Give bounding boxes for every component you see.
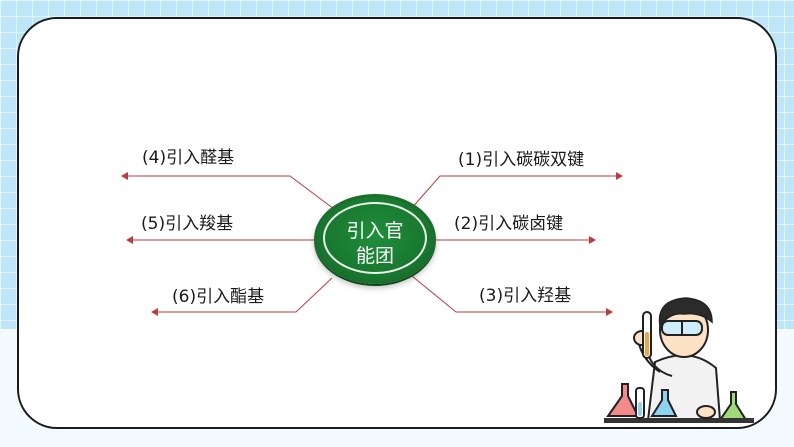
scientist-illustration: [604, 297, 754, 423]
branch-line-1: [409, 172, 623, 211]
central-node-line-1: 引入官: [346, 220, 404, 242]
central-node: 引入官 能团: [314, 194, 436, 284]
central-node-text: 引入官 能团: [317, 219, 433, 269]
branch-line-3: [411, 275, 613, 316]
central-node-line-2: 能团: [355, 245, 394, 267]
branch-line-4: [121, 172, 339, 213]
branch-label-6: (6)引入酯基: [172, 287, 265, 307]
branch-line-6: [151, 277, 333, 316]
branch-label-4: (4)引入醛基: [142, 148, 235, 168]
central-node-ring: [323, 202, 427, 274]
branch-label-5: (5)引入羧基: [141, 214, 234, 234]
branch-label-3: (3)引入羟基: [479, 286, 572, 306]
branch-label-1: (1)引入碳碳双键: [458, 150, 585, 170]
branch-label-2: (2)引入碳卤键: [454, 214, 564, 234]
